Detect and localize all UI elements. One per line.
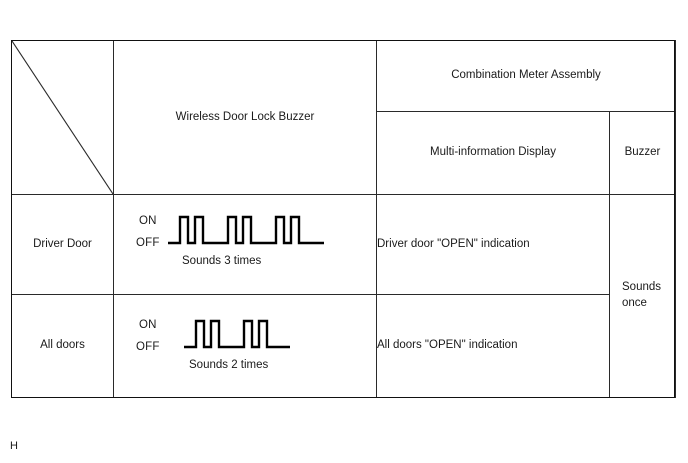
display-indication-driver-door: Driver door "OPEN" indication xyxy=(376,194,610,295)
waveform-caption: Sounds 3 times xyxy=(182,255,262,267)
header-combination-meter-assembly: Combination Meter Assembly xyxy=(376,40,676,112)
waveform-caption: Sounds 2 times xyxy=(189,359,269,371)
waveform-off-label: OFF xyxy=(136,237,160,249)
waveform-pulse-train-2-times xyxy=(184,319,290,349)
waveform-off-label: OFF xyxy=(136,341,160,353)
table-row: Driver Door ON OFF Sounds 3 times Driver… xyxy=(11,194,676,398)
waveform-wrapper: ON OFF Sounds 2 times xyxy=(114,295,376,397)
diagonal-rule-icon xyxy=(12,41,113,194)
buzzer-sounds-once-cell: Sounds once xyxy=(609,194,676,398)
header-multi-info-label: Multi-information Display xyxy=(430,146,556,159)
table-header-row-secondary: Multi-information Display Buzzer xyxy=(12,111,676,195)
waveform-cell-all-doors: ON OFF Sounds 2 times xyxy=(113,294,377,398)
header-combination-meter-label: Combination Meter Assembly xyxy=(451,69,601,82)
header-multi-information-display: Multi-information Display xyxy=(376,111,610,195)
display-indication-all-doors: All doors "OPEN" indication xyxy=(376,294,610,398)
waveform-on-label: ON xyxy=(139,215,157,227)
table-header-row-primary: Wireless Door Lock Buzzer Combination Me… xyxy=(11,40,676,195)
header-wireless-door-lock-buzzer: Wireless Door Lock Buzzer xyxy=(113,40,377,195)
row-condition-label: All doors xyxy=(40,339,85,352)
waveform-wrapper: ON OFF Sounds 3 times xyxy=(114,195,376,294)
waveform-on-label: ON xyxy=(139,319,157,331)
waveform-pulse-train-3-times xyxy=(168,215,324,245)
header-wireless-label: Wireless Door Lock Buzzer xyxy=(175,110,315,123)
corner-diagonal-cell xyxy=(11,40,114,195)
row-condition-label: Driver Door xyxy=(33,237,92,250)
header-buzzer: Buzzer xyxy=(609,111,676,195)
buzzer-sounds-once-label: Sounds once xyxy=(622,281,662,309)
page-marker-glyph: H xyxy=(10,440,18,452)
display-indication-text: Driver door "OPEN" indication xyxy=(377,237,530,250)
wireless-door-lock-buzzer-spec-table: Wireless Door Lock Buzzer Combination Me… xyxy=(11,40,676,398)
display-indication-text: All doors "OPEN" indication xyxy=(377,339,518,352)
waveform-cell-driver-door: ON OFF Sounds 3 times xyxy=(113,194,377,295)
row-condition-all-doors: All doors xyxy=(11,294,114,398)
header-buzzer-label: Buzzer xyxy=(624,146,661,159)
table-row: All doors ON OFF Sounds 2 times All door… xyxy=(11,294,676,398)
row-condition-driver-door: Driver Door xyxy=(11,194,114,295)
